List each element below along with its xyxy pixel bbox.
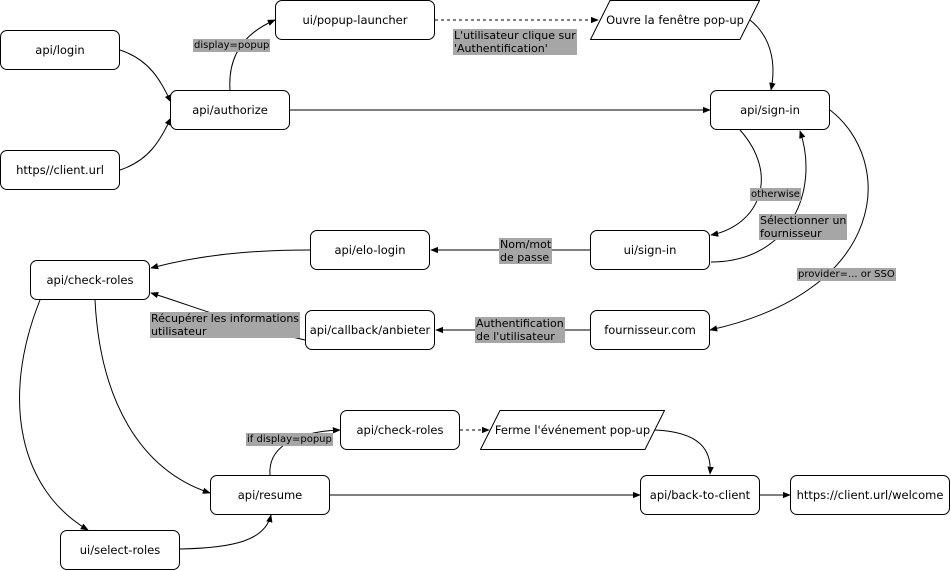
node-api-login[interactable]: api/login — [0, 30, 120, 70]
label-user-auth: Authentification de l'utilisateur — [475, 317, 565, 343]
node-api-callback-anbieter[interactable]: api/callback/anbieter — [305, 310, 435, 350]
label-retrieve-user-info: Récupérer les informations utilisateur — [150, 312, 301, 338]
edge-selectroles-resume — [179, 514, 273, 550]
edge-authorize-popup-launcher — [229, 19, 276, 91]
edge-signin-provider — [709, 109, 869, 332]
node-api-back-to-client[interactable]: api/back-to-client — [640, 475, 760, 515]
node-client-url[interactable]: https//client.url — [0, 150, 120, 190]
label-user-clicks-auth: L'utilisateur clique sur 'Authentificati… — [453, 29, 577, 55]
edge-checkroles-selectroles — [19, 299, 89, 531]
node-ui-popup-launcher[interactable]: ui/popup-launcher — [275, 0, 435, 40]
label-name-password: Nom/mot de passe — [499, 238, 553, 264]
edge-client-authorize — [119, 117, 172, 171]
node-api-sign-in[interactable]: api/sign-in — [710, 90, 830, 130]
node-api-check-roles[interactable]: api/check-roles — [30, 260, 150, 300]
node-close-popup[interactable]: Ferme l'événement pop-up — [480, 410, 665, 450]
label-display-popup: display=popup — [193, 39, 271, 52]
edge-checkroles-resume — [94, 299, 211, 494]
node-ui-sign-in[interactable]: ui/sign-in — [590, 230, 710, 270]
node-open-popup-label: Ouvre la fenêtre pop-up — [606, 13, 744, 27]
label-if-display-popup: if display=popup — [246, 433, 333, 446]
parallelogram-shape — [480, 410, 665, 450]
label-provider-sso: provider=... or SSO — [797, 268, 896, 281]
parallelogram-shape — [590, 0, 760, 40]
label-select-provider: Sélectionner un fournisseur — [759, 214, 848, 240]
node-api-authorize[interactable]: api/authorize — [170, 90, 290, 130]
node-api-resume[interactable]: api/resume — [210, 475, 330, 515]
node-provider-com[interactable]: fournisseur.com — [590, 310, 710, 350]
edge-login-authorize — [119, 49, 172, 103]
node-client-welcome[interactable]: https://client.url/welcome — [790, 475, 950, 515]
node-api-check-roles-popup[interactable]: api/check-roles — [340, 410, 460, 450]
edge-elologin-checkroles — [150, 249, 311, 270]
node-close-popup-label: Ferme l'événement pop-up — [494, 423, 651, 437]
edge-open-signin — [749, 19, 776, 91]
node-open-popup[interactable]: Ouvre la fenêtre pop-up — [590, 0, 760, 40]
edge-signin-uisignin — [710, 129, 762, 237]
node-api-elo-login[interactable]: api/elo-login — [310, 230, 430, 270]
edge-close-backtoclient — [654, 429, 714, 475]
label-otherwise: otherwise — [750, 188, 801, 201]
node-ui-select-roles[interactable]: ui/select-roles — [60, 530, 180, 570]
